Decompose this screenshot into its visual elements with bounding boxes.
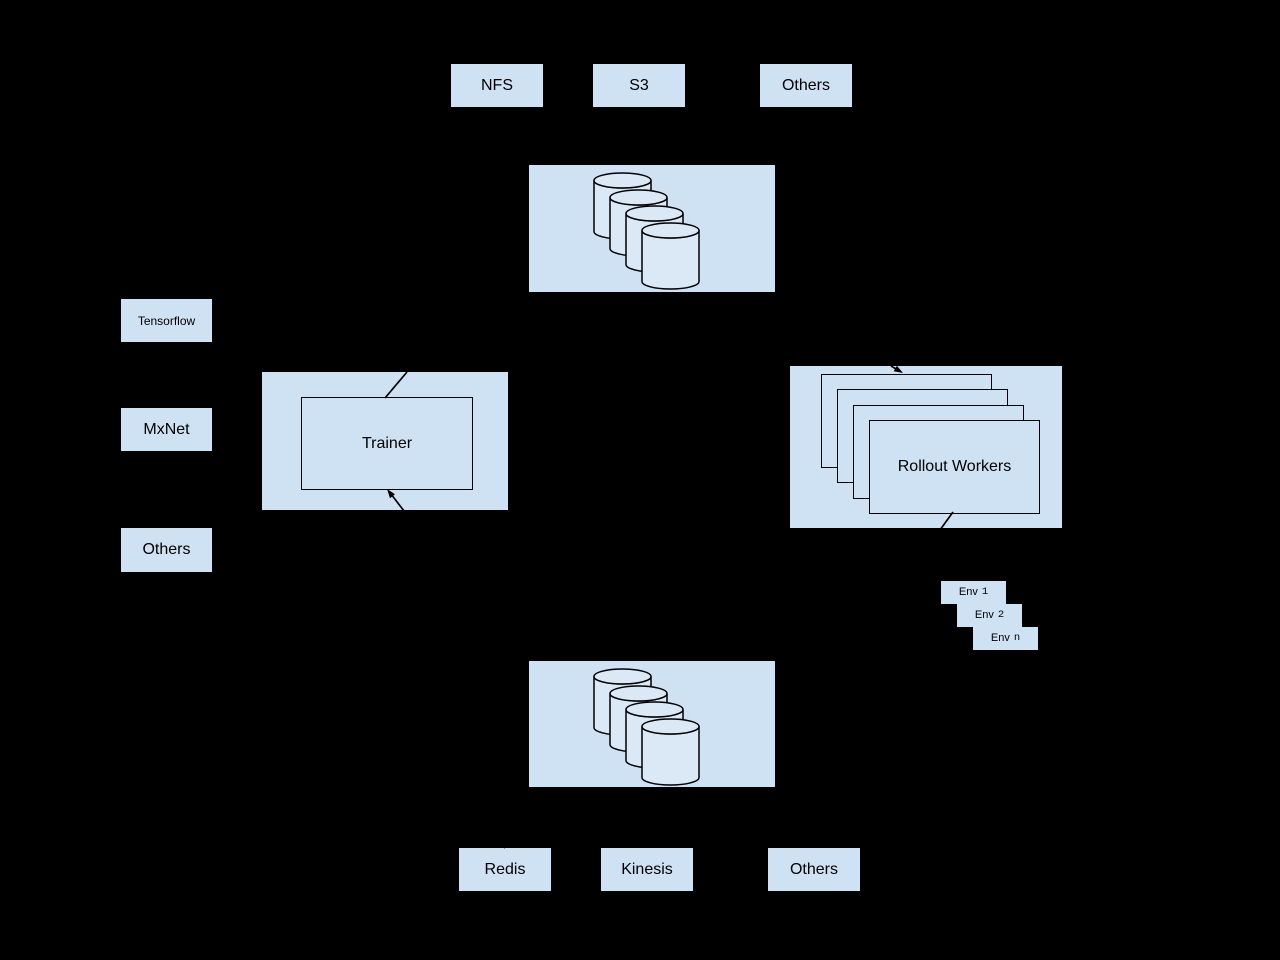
- node-mxnet: MxNet: [121, 408, 212, 451]
- trainer-group: Trainer: [262, 372, 508, 510]
- env-label: Env: [990, 632, 1010, 644]
- node-trainer: Trainer: [301, 397, 473, 490]
- rollout-workers-group: Rollout Workers: [790, 366, 1062, 528]
- node-experience-database: [529, 661, 775, 787]
- env-index: 2: [997, 609, 1005, 622]
- env-index: n: [1013, 632, 1021, 645]
- node-others-bottom: Others: [768, 848, 860, 891]
- node-rollout-workers: Rollout Workers: [869, 420, 1040, 514]
- node-others-top: Others: [760, 64, 852, 107]
- database-cylinders-icon: [593, 668, 700, 786]
- node-model-database: [529, 165, 775, 292]
- node-others-left: Others: [121, 528, 212, 572]
- node-redis: Redis: [459, 848, 551, 891]
- node-nfs: NFS: [451, 64, 543, 107]
- node-tensorflow: Tensorflow: [121, 299, 212, 342]
- env-label: Env: [958, 586, 978, 598]
- node-kinesis: Kinesis: [601, 848, 693, 891]
- database-cylinders-icon: [593, 172, 700, 290]
- env-label: Env: [974, 609, 994, 621]
- env-index: 1: [981, 586, 989, 599]
- node-s3: S3: [593, 64, 685, 107]
